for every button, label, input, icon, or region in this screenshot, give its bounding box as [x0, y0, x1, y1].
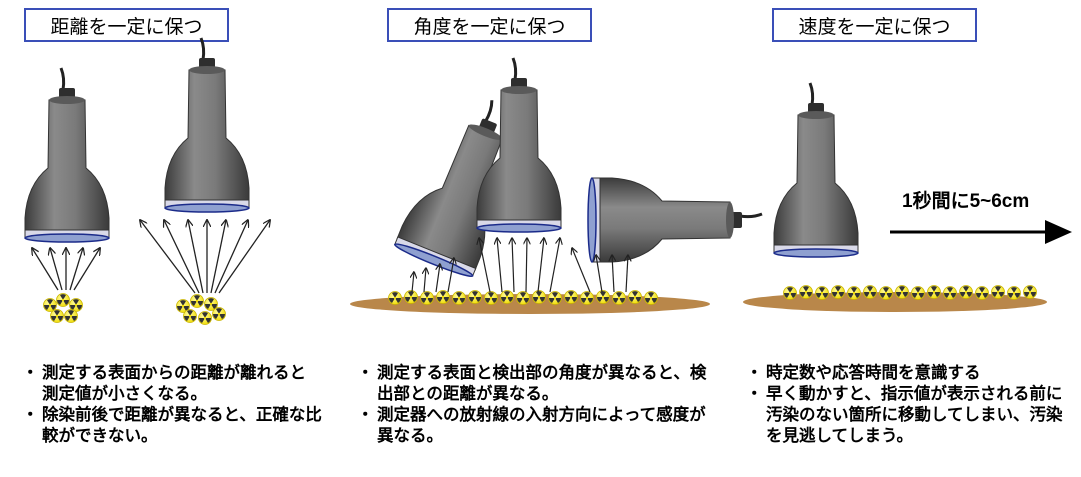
probe-sideways: [586, 176, 764, 264]
radiation-arrows-angle: [412, 238, 628, 293]
panel-title-speed: 速度を一定に保つ: [772, 8, 977, 42]
bullet-list-speed: 時定数や応答時間を意識する 早く動かすと、指示値が表示される前に汚染のない箇所に…: [746, 362, 1076, 446]
bullet-list-angle: 測定する表面と検出部の角度が異なると、検出部との距離が異なる。 測定器への放射線…: [357, 362, 707, 446]
bullet-item: 測定する表面と検出部の角度が異なると、検出部との距離が異なる。: [357, 362, 707, 404]
radiation-arrows-near: [32, 248, 100, 291]
bullet-item: 測定器への放射線の入射方向によって感度が異なる。: [357, 404, 707, 446]
radiation-sources-row-angle: [388, 290, 658, 305]
bullet-list-distance: 測定する表面からの距離が離れると測定値が小さくなる。 除染前後で距離が異なると、…: [22, 362, 322, 446]
probe-near: [23, 66, 111, 244]
bullet-item: 時定数や応答時間を意識する: [746, 362, 1076, 383]
panel-title-angle: 角度を一定に保つ: [387, 8, 592, 42]
radiation-sources-near: [43, 293, 83, 323]
bullet-item: 測定する表面からの距離が離れると測定値が小さくなる。: [22, 362, 322, 404]
bullet-item: 早く動かすと、指示値が表示される前に汚染のない箇所に移動してしまい、汚染を見逃し…: [746, 383, 1076, 446]
panel-title-distance: 距離を一定に保つ: [24, 8, 229, 42]
movement-arrow: [890, 220, 1072, 244]
bullet-item: 除染前後で距離が異なると、正確な比較ができない。: [22, 404, 322, 446]
radiation-arrows-far: [140, 220, 270, 294]
radiation-sources-far: [176, 294, 226, 325]
probe-moving: [772, 81, 860, 259]
speed-label: 1秒間に5~6cm: [902, 191, 1030, 212]
probe-far: [163, 36, 251, 214]
